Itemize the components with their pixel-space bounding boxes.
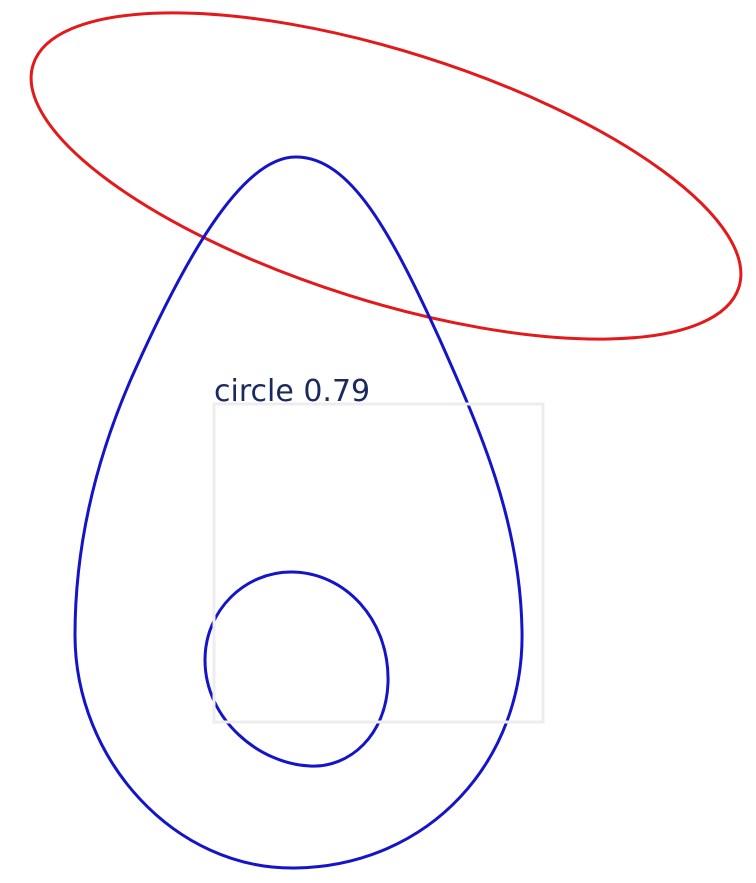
blue-teardrop-outline xyxy=(73,155,524,870)
detection-bounding-box xyxy=(212,402,545,724)
red-ellipse-outline xyxy=(29,11,743,341)
detection-label: circle 0.79 xyxy=(214,374,370,409)
